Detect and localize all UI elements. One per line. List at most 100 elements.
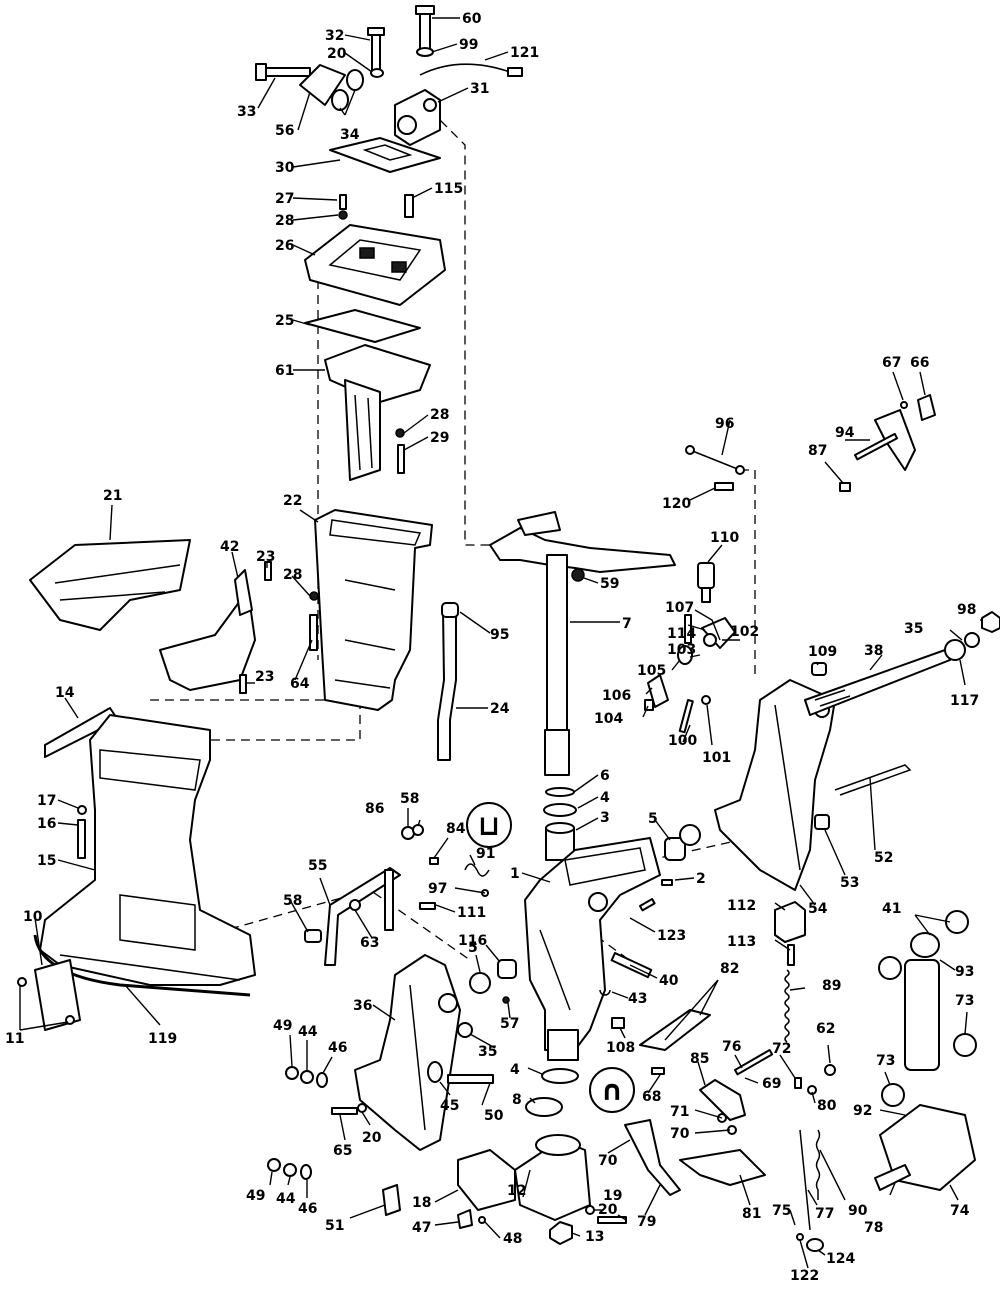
part-label: 63 xyxy=(360,935,379,951)
part-label: 31 xyxy=(470,81,489,97)
part-label: 82 xyxy=(720,961,739,977)
part-label: 116 xyxy=(458,933,487,949)
part-label: 29 xyxy=(430,430,449,446)
part-label: 47 xyxy=(412,1220,431,1236)
part-label: 102 xyxy=(730,624,759,640)
part-label: 69 xyxy=(762,1076,781,1092)
part-label: 2 xyxy=(696,871,706,887)
part-label: 57 xyxy=(500,1016,519,1032)
part-label: 4 xyxy=(510,1062,520,1078)
part-label: 96 xyxy=(715,416,734,432)
part-label: 53 xyxy=(840,875,859,891)
part-label: 21 xyxy=(103,488,122,504)
part-label: 59 xyxy=(600,576,619,592)
part-label: 109 xyxy=(808,644,837,660)
part-label: 99 xyxy=(459,37,478,53)
part-label: 46 xyxy=(328,1040,347,1056)
part-label: 49 xyxy=(273,1018,292,1034)
part-label: 94 xyxy=(835,425,855,441)
part-label: 44 xyxy=(276,1191,296,1207)
part-label: 27 xyxy=(275,191,294,207)
part-label: 105 xyxy=(637,663,666,679)
part-label: 10 xyxy=(23,909,43,925)
part-label: 79 xyxy=(637,1214,656,1230)
part-label: 120 xyxy=(662,496,691,512)
part-label: 95 xyxy=(490,627,509,643)
part-label: 87 xyxy=(808,443,827,459)
part-label: 76 xyxy=(722,1039,741,1055)
part-label: 75 xyxy=(772,1203,791,1219)
top-mount-assembly xyxy=(255,5,523,481)
part-label: 7 xyxy=(622,616,632,632)
part-label: 35 xyxy=(478,1044,497,1060)
lubricant-symbol-a-icon: ⊔ xyxy=(466,802,512,848)
part-label: 23 xyxy=(256,549,275,565)
lubricant-symbol-b-icon: ∩ xyxy=(589,1067,635,1113)
part-label: 55 xyxy=(308,858,327,874)
part-label: 74 xyxy=(950,1203,970,1219)
part-label: 36 xyxy=(353,998,372,1014)
part-label: 68 xyxy=(642,1089,661,1105)
part-label: 70 xyxy=(670,1126,690,1142)
part-label: 100 xyxy=(668,733,697,749)
part-label: 3 xyxy=(600,810,610,826)
part-label: 19 xyxy=(603,1188,622,1204)
lubricant-symbol-a-glyph: ⊔ xyxy=(478,809,500,842)
part-label: 73 xyxy=(955,993,974,1009)
part-label: 124 xyxy=(826,1251,855,1267)
part-label: 56 xyxy=(275,123,294,139)
part-label: 35 xyxy=(904,621,923,637)
tilt-linkage xyxy=(304,824,701,1004)
part-label: 61 xyxy=(275,363,294,379)
part-label: 106 xyxy=(602,688,631,704)
tilt-lever-parts xyxy=(839,394,936,492)
part-label: 114 xyxy=(667,626,696,642)
part-label: 123 xyxy=(657,928,686,944)
part-label: 14 xyxy=(55,685,75,701)
leader-lines xyxy=(19,17,983,1269)
part-label: 70 xyxy=(598,1153,618,1169)
part-label: 33 xyxy=(237,104,256,120)
part-label: 119 xyxy=(148,1031,177,1047)
part-label: 98 xyxy=(957,602,976,618)
part-label: 58 xyxy=(283,893,302,909)
part-label: 44 xyxy=(298,1024,318,1040)
part-label: 43 xyxy=(628,991,647,1007)
part-label: 17 xyxy=(37,793,56,809)
part-label: 65 xyxy=(333,1143,352,1159)
part-label: 48 xyxy=(503,1231,522,1247)
part-label: 46 xyxy=(298,1201,317,1217)
stern-bracket-left xyxy=(354,954,494,1151)
part-label: 72 xyxy=(772,1041,791,1057)
part-label: 20 xyxy=(327,46,347,62)
part-label: 15 xyxy=(37,853,56,869)
part-label: 86 xyxy=(365,801,384,817)
throttle-parts xyxy=(644,445,745,734)
part-label: 64 xyxy=(290,676,310,692)
part-label: 28 xyxy=(283,567,302,583)
part-label: 77 xyxy=(815,1206,834,1222)
exhaust-housing-assembly xyxy=(309,509,433,711)
part-label: 97 xyxy=(428,881,447,897)
tilt-cylinder-assembly xyxy=(874,910,977,1191)
part-label: 104 xyxy=(594,711,623,727)
part-label: 28 xyxy=(430,407,449,423)
part-label: 42 xyxy=(220,539,239,555)
part-label: 1 xyxy=(510,866,520,882)
part-label: 52 xyxy=(874,850,893,866)
part-label: 28 xyxy=(275,213,294,229)
reverse-lock-linkage xyxy=(611,1009,836,1252)
part-label: 66 xyxy=(910,355,929,371)
part-label: 20 xyxy=(598,1202,618,1218)
part-label: 34 xyxy=(340,127,360,143)
part-label: 45 xyxy=(440,1098,459,1114)
part-label: 16 xyxy=(37,816,56,832)
part-label: 84 xyxy=(446,821,466,837)
part-label: 41 xyxy=(882,901,901,917)
part-label: 71 xyxy=(670,1104,689,1120)
part-label: 11 xyxy=(5,1031,24,1047)
part-label: 92 xyxy=(853,1103,872,1119)
trim-parts xyxy=(774,901,806,1043)
